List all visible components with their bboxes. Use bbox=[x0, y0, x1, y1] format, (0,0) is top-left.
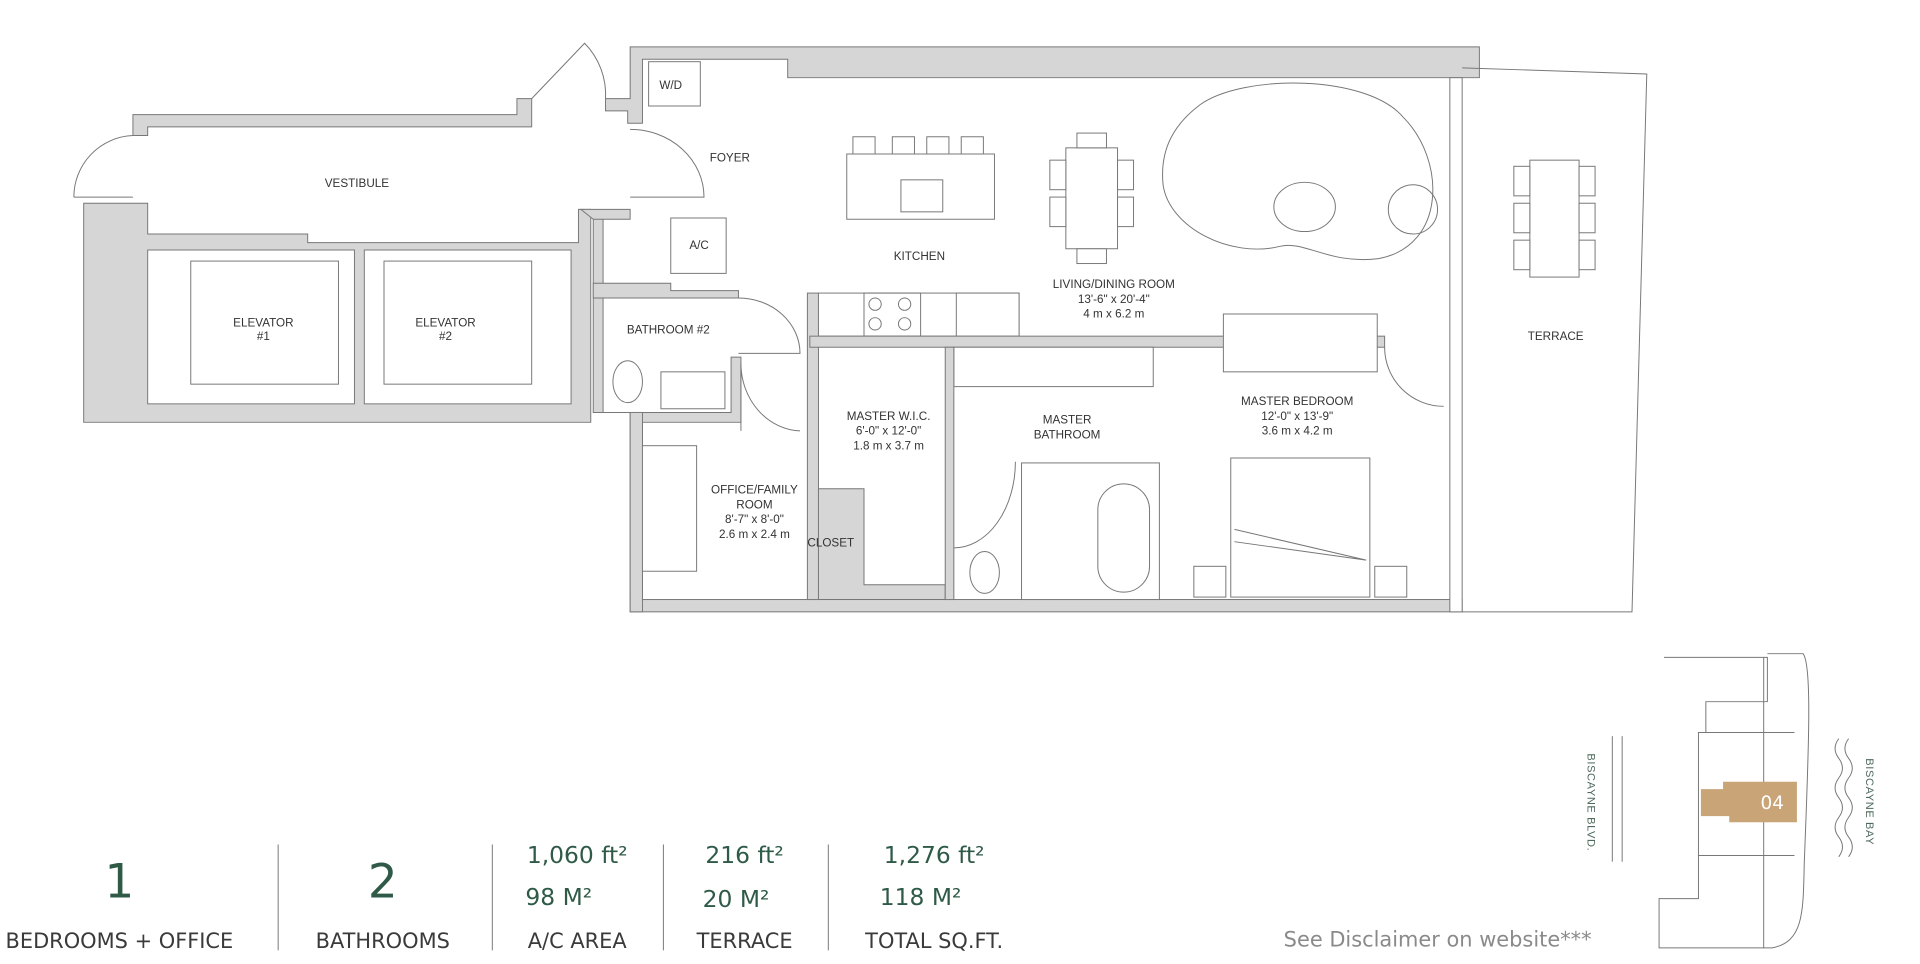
elevator-1-car bbox=[190, 260, 339, 385]
terrace-table bbox=[1529, 159, 1580, 278]
bath2-door-swing bbox=[738, 297, 801, 354]
armchair bbox=[1387, 184, 1439, 235]
living-dims-metric: 4 m x 6.2 m bbox=[1083, 308, 1144, 321]
elevator-2-car bbox=[383, 260, 533, 385]
office-label: OFFICE/FAMILY bbox=[711, 484, 798, 497]
wic-door-swing bbox=[953, 461, 1016, 549]
bathrooms-count: 2 bbox=[368, 855, 398, 909]
wic-label: MASTER W.I.C. bbox=[847, 410, 931, 423]
floor-plan: ELEVATOR #1 ELEVATOR #2 VESTIBULE FOYER … bbox=[73, 42, 1648, 613]
elevator-2-label: ELEVATOR bbox=[415, 316, 475, 329]
building-mid bbox=[1698, 731, 1795, 857]
master-bath-label: MASTER bbox=[1043, 414, 1092, 427]
ac-area-imperial: 1,060 ft² bbox=[527, 841, 628, 869]
ac-label: A/C bbox=[689, 239, 708, 252]
entry-wall bbox=[605, 46, 1480, 124]
ac-area-metric: 98 M² bbox=[525, 883, 592, 911]
key-plan: 04 BISCAYNE BLVD. BISCAYNE BAY bbox=[1585, 653, 1875, 949]
toilet-icon bbox=[612, 360, 643, 404]
elevator-1-number: #1 bbox=[257, 330, 270, 343]
closet-label: CLOSET bbox=[807, 537, 854, 550]
washer-dryer bbox=[648, 61, 701, 107]
vanity bbox=[953, 346, 1154, 388]
foyer-label: FOYER bbox=[710, 151, 750, 164]
vestibule-label: VESTIBULE bbox=[325, 177, 390, 190]
nightstand-left bbox=[1193, 565, 1227, 598]
disclaimer: See Disclaimer on website*** bbox=[1284, 928, 1592, 952]
coffee-table bbox=[1273, 181, 1336, 233]
foyer-door-swing bbox=[630, 128, 705, 198]
street-west-label: BISCAYNE BLVD. bbox=[1585, 753, 1597, 851]
vestibule-wall bbox=[132, 98, 533, 137]
kitchen-sink-icon bbox=[900, 179, 944, 213]
bath2-wall bbox=[592, 282, 739, 299]
master-toilet-icon bbox=[969, 551, 1000, 594]
bar-stools bbox=[852, 136, 984, 155]
wic-dims-metric: 1.8 m x 3.7 m bbox=[853, 439, 924, 452]
elevator-1-label: ELEVATOR bbox=[233, 316, 293, 329]
master-bedroom-dims-metric: 3.6 m x 4.2 m bbox=[1262, 425, 1333, 438]
office-wall-east bbox=[806, 292, 819, 601]
wic-dims-imperial: 6'-0" x 12'-0" bbox=[856, 425, 921, 438]
terrace-outline bbox=[1462, 67, 1648, 613]
ac-area-label: A/C AREA bbox=[528, 929, 628, 953]
street-east-label: BISCAYNE BAY bbox=[1863, 758, 1875, 845]
vestibule-door-swing bbox=[73, 135, 133, 198]
bathroom2-label: BATHROOM #2 bbox=[627, 324, 710, 337]
dining-table bbox=[1065, 147, 1119, 250]
unit-stats: 1 BEDROOMS + OFFICE 2 BATHROOMS 1,060 ft… bbox=[6, 841, 1004, 953]
terrace-area-label: TERRACE bbox=[696, 929, 793, 953]
building-shoreline bbox=[1763, 653, 1810, 949]
unit-wall-bottom bbox=[629, 599, 1463, 613]
bathtub-icon bbox=[1097, 483, 1151, 593]
sectional-sofa bbox=[1162, 82, 1434, 261]
master-bedroom-label: MASTER BEDROOM bbox=[1241, 395, 1353, 408]
ac-closet bbox=[670, 217, 727, 274]
nightstand-right bbox=[1374, 565, 1408, 598]
living-dims-imperial: 13'-6" x 20'-4" bbox=[1078, 293, 1150, 306]
unit-04-highlight bbox=[1700, 781, 1797, 823]
entry-door-swing bbox=[531, 42, 607, 99]
dining-chairs bbox=[1049, 132, 1135, 265]
total-area-metric: 118 M² bbox=[880, 883, 962, 911]
bathrooms-label: BATHROOMS bbox=[316, 929, 450, 953]
master-bedroom-dims-imperial: 12'-0" x 13'-9" bbox=[1261, 410, 1333, 423]
sofa-icon bbox=[641, 445, 698, 572]
office-dims-imperial: 8'-7" x 8'-0" bbox=[725, 513, 784, 526]
bed-blanket bbox=[1234, 528, 1367, 561]
unit-wall-left bbox=[629, 411, 643, 613]
unit-number: 04 bbox=[1761, 793, 1784, 814]
window-wall bbox=[1449, 77, 1463, 613]
living-label: LIVING/DINING ROOM bbox=[1053, 278, 1175, 291]
bedroom-door-swing bbox=[1384, 347, 1444, 407]
office-dims-metric: 2.6 m x 2.4 m bbox=[719, 528, 790, 541]
terrace-area-metric: 20 M² bbox=[703, 885, 770, 913]
total-area-imperial: 1,276 ft² bbox=[884, 841, 985, 869]
kitchen-label: KITCHEN bbox=[894, 250, 945, 263]
elevator-2-number: #2 bbox=[439, 330, 452, 343]
wd-label: W/D bbox=[659, 79, 682, 92]
media-console bbox=[1222, 313, 1378, 373]
wic-wall bbox=[944, 346, 955, 601]
bedrooms-label: BEDROOMS + OFFICE bbox=[6, 929, 234, 953]
total-area-label: TOTAL SQ.FT. bbox=[864, 929, 1003, 953]
refrigerator bbox=[955, 292, 1020, 337]
office-door-swing bbox=[740, 363, 801, 432]
office-label-2: ROOM bbox=[736, 498, 772, 511]
sink-icon bbox=[660, 371, 726, 410]
bedrooms-count: 1 bbox=[105, 855, 135, 909]
bed-icon bbox=[1230, 457, 1371, 598]
terrace-area-imperial: 216 ft² bbox=[705, 841, 783, 869]
terrace-label: TERRACE bbox=[1528, 330, 1584, 343]
water-waves-icon bbox=[1834, 738, 1853, 858]
terrace-chairs bbox=[1513, 165, 1596, 271]
master-bath-label-2: BATHROOM bbox=[1034, 428, 1101, 441]
